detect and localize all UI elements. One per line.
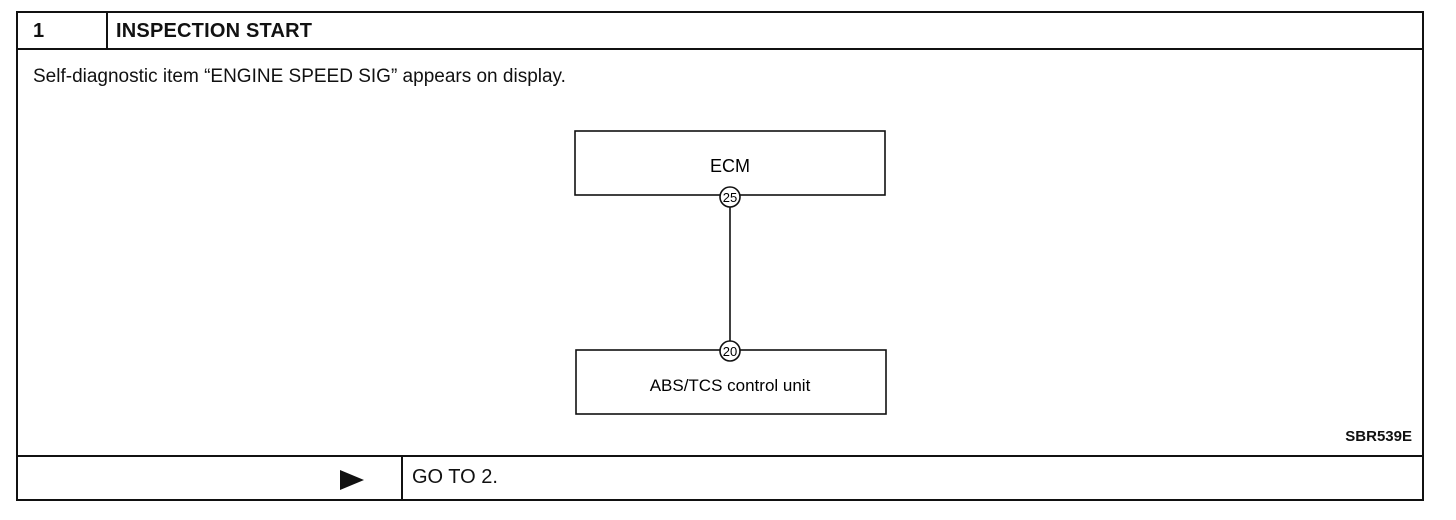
terminal-20-label: 20	[723, 344, 737, 359]
step-title: INSPECTION START	[116, 20, 313, 42]
terminal-25-label: 25	[723, 190, 737, 205]
terminal-25-marker	[719, 186, 741, 208]
terminal-20-marker	[719, 340, 741, 362]
step-description: Self-diagnostic item “ENGINE SPEED SIG” …	[33, 66, 566, 87]
wiring-diagram: ECM 25 ABS/TCS control unit 20	[574, 130, 887, 415]
step-number-cell: 1	[18, 13, 108, 48]
ecm-box	[574, 130, 886, 196]
abs-tcs-label: ABS/TCS control unit	[650, 376, 811, 395]
right-arrow-icon	[340, 470, 364, 490]
inspection-table: 1 INSPECTION START Self-diagnostic item …	[16, 11, 1424, 501]
step-body: Self-diagnostic item “ENGINE SPEED SIG” …	[18, 50, 1422, 457]
step-header: 1 INSPECTION START	[18, 13, 1422, 50]
arrow-cell	[18, 457, 403, 499]
ecm-label: ECM	[710, 156, 750, 176]
step-number: 1	[33, 20, 45, 42]
figure-id: SBR539E	[1345, 428, 1412, 445]
goto-action-link[interactable]: GO TO 2.	[412, 466, 498, 488]
step-footer: GO TO 2.	[18, 457, 1422, 499]
